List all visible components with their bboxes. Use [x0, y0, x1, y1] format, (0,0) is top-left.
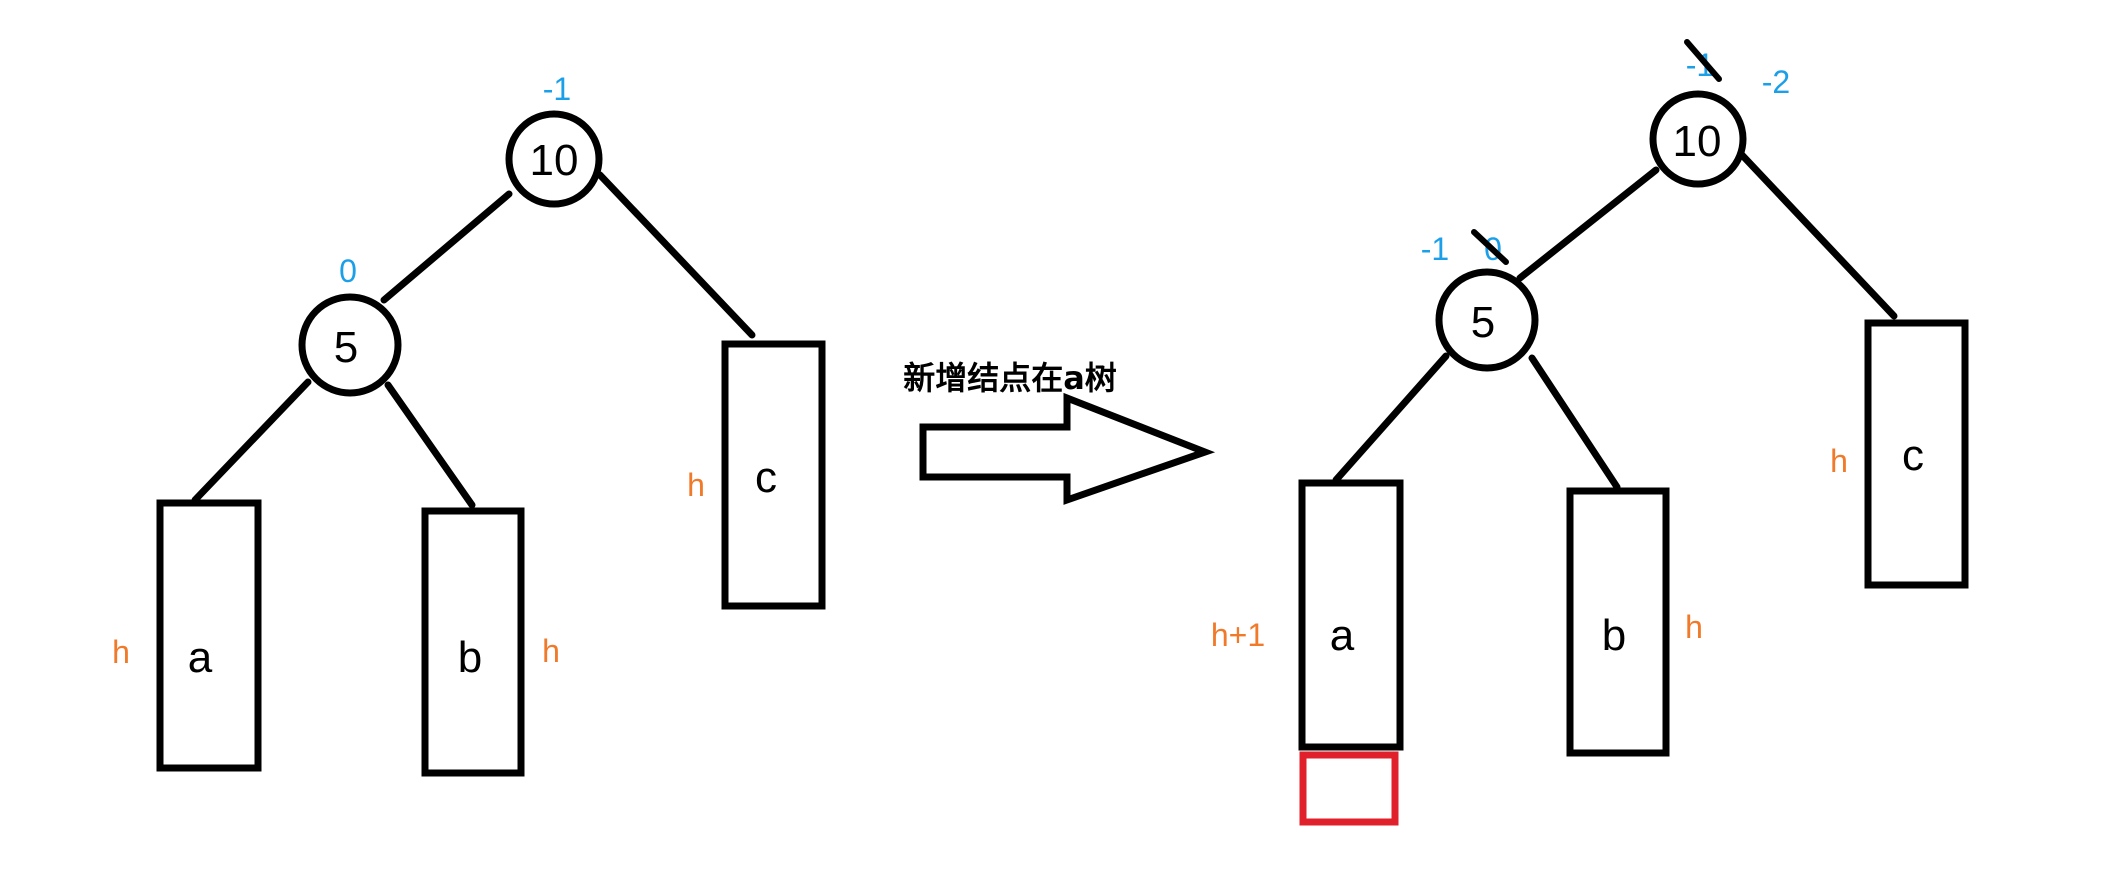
edge-left-a-after [1332, 352, 1450, 484]
before-subtree-a: a [156, 499, 262, 772]
after-subtree-b-height: h [1685, 609, 1703, 645]
edge-root-c-after [1738, 151, 1898, 320]
after-tree: 10 -1 -2 5 -1 0 a h+1 b h c h [1211, 39, 1969, 826]
edge-root-left [380, 190, 513, 304]
before-subtree-b-height: h [542, 633, 560, 669]
new-inserted-node [1299, 751, 1399, 826]
after-left-balance-factor: -1 [1421, 231, 1449, 267]
before-tree: 10 -1 5 0 a h b h c h [112, 71, 826, 777]
after-left-node: 5 [1435, 268, 1539, 372]
before-left-balance-factor: 0 [339, 253, 357, 289]
before-root-value: 10 [530, 136, 579, 185]
right-arrow-icon [919, 392, 1216, 505]
after-subtree-a: a [1298, 479, 1404, 751]
edge-root-left-after [1516, 166, 1660, 282]
after-root-node: 10 [1649, 90, 1747, 188]
after-subtree-c-height: h [1830, 443, 1848, 479]
edge-root-c [596, 171, 756, 339]
before-root-balance-factor: -1 [543, 71, 571, 107]
strikethrough-mark [1471, 229, 1509, 265]
before-subtree-b-label: b [458, 633, 482, 682]
edge-left-b-after [1528, 354, 1621, 491]
edge-left-a [191, 378, 312, 504]
before-subtree-b: b [421, 507, 525, 777]
after-subtree-b-label: b [1602, 611, 1626, 660]
before-subtree-c-height: h [687, 467, 705, 503]
before-subtree-a-label: a [188, 633, 213, 682]
before-subtree-c: c [721, 340, 826, 610]
after-left-value: 5 [1471, 298, 1495, 347]
after-subtree-c: c [1864, 319, 1969, 589]
strikethrough-mark [1684, 39, 1722, 82]
after-subtree-a-label: a [1330, 611, 1355, 660]
before-subtree-a-height: h [112, 634, 130, 670]
before-root-node: 10 [505, 110, 603, 208]
after-subtree-c-label: c [1902, 431, 1924, 480]
before-left-node: 5 [298, 293, 402, 397]
edge-left-b [384, 381, 476, 509]
after-root-balance-factor: -2 [1762, 64, 1790, 100]
after-root-value: 10 [1673, 117, 1722, 166]
before-subtree-c-label: c [755, 453, 777, 502]
before-left-value: 5 [334, 323, 358, 372]
after-subtree-b: b [1566, 487, 1670, 757]
insertion-caption: 新增结点在a树 [903, 359, 1117, 397]
after-subtree-a-height: h+1 [1211, 617, 1265, 653]
